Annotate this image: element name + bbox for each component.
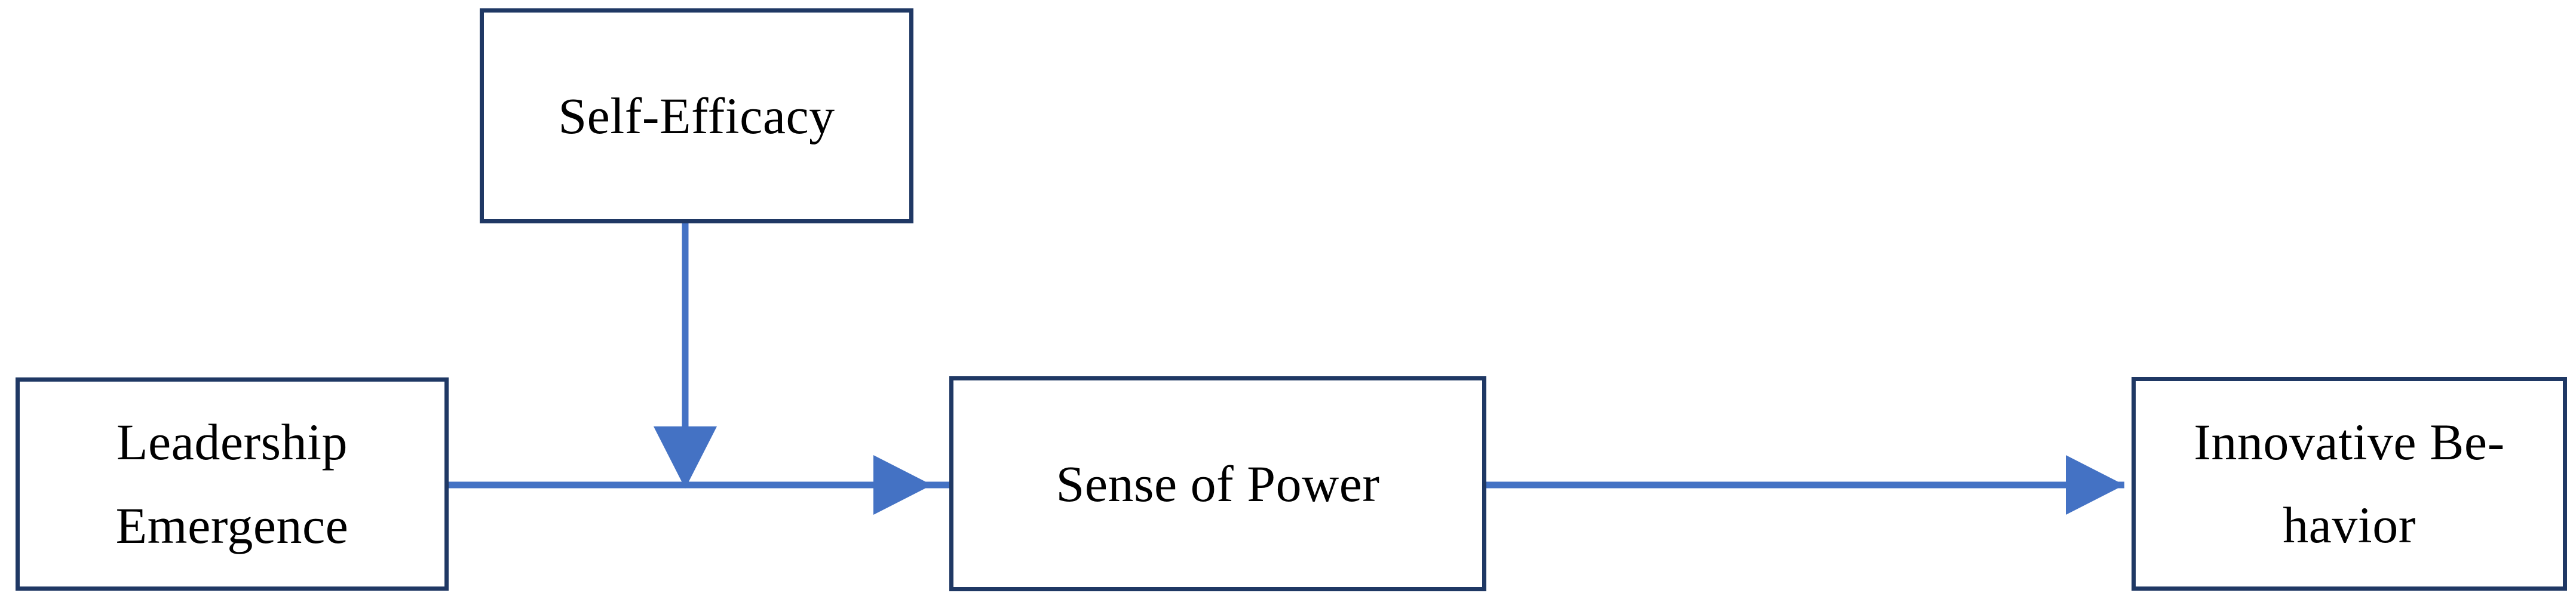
arrowhead-moderator-onto-path <box>654 426 717 489</box>
node-self-efficacy[interactable]: Self-Efficacy <box>480 8 913 223</box>
node-leadership-emergence[interactable]: Leadership Emergence <box>16 377 449 591</box>
node-sense-of-power[interactable]: Sense of Power <box>949 376 1486 591</box>
edge-efficacy-moderates-path <box>654 223 717 489</box>
node-self-efficacy-label: Self-Efficacy <box>558 87 835 145</box>
node-innovative-behavior-label: Innovative Be- havior <box>2194 413 2505 554</box>
node-innovative-behavior[interactable]: Innovative Be- havior <box>2132 377 2567 591</box>
arrowhead-into-innovative-behavior <box>2066 455 2124 515</box>
arrowhead-into-sense-of-power <box>873 455 932 515</box>
node-sense-of-power-label: Sense of Power <box>1056 454 1380 512</box>
node-leadership-emergence-label: Leadership Emergence <box>115 413 349 554</box>
